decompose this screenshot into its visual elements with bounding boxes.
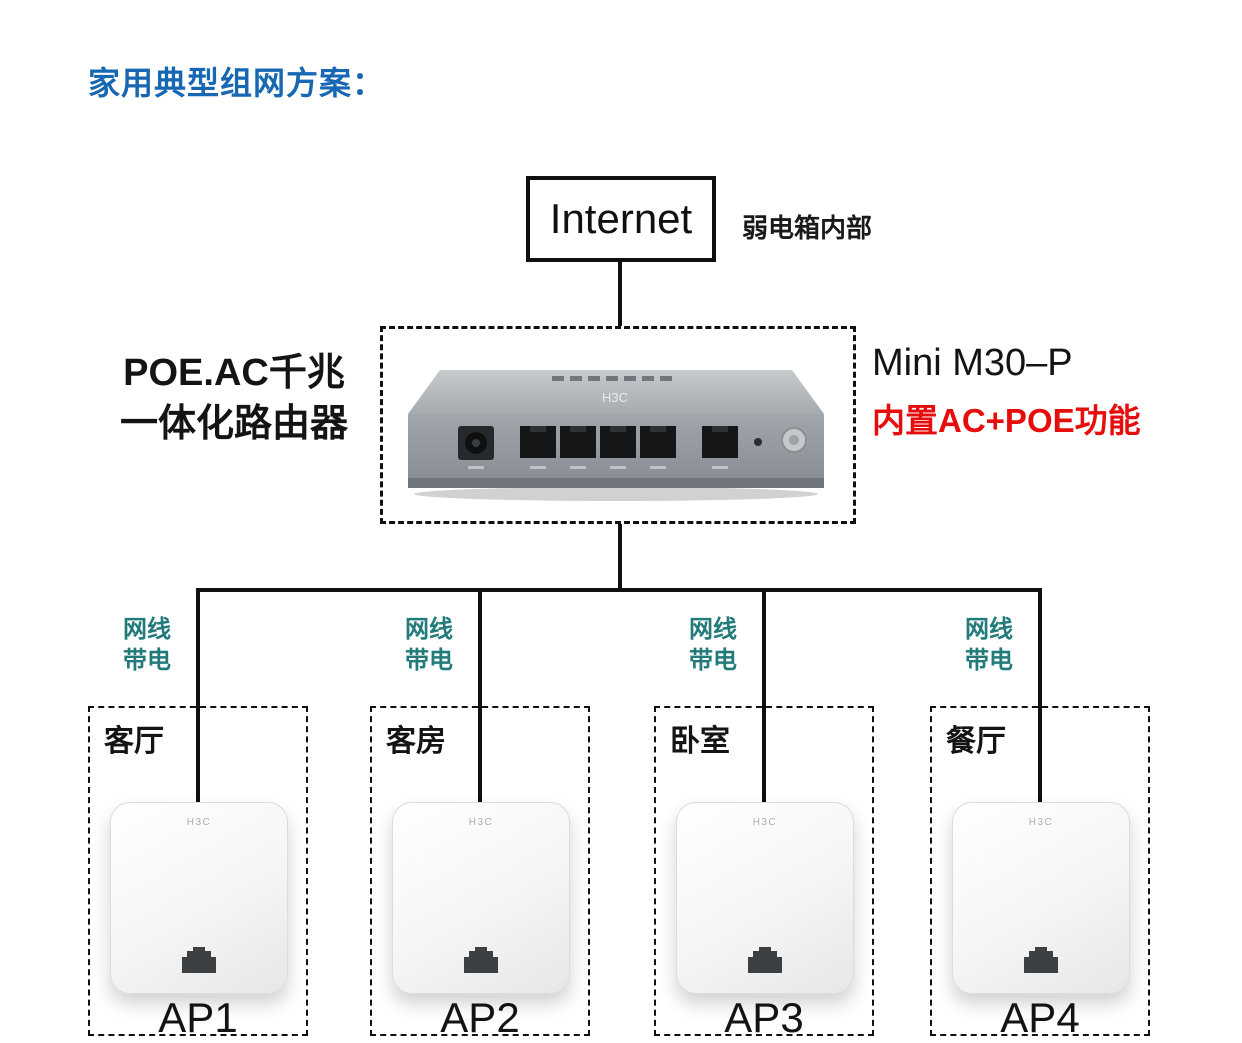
cable-label-line2: 带电 [405,647,453,675]
ap-device: H3C [676,802,854,994]
ap-label: AP1 [158,994,238,1041]
connector-drop-line-1 [196,590,200,802]
antenna-connector-icon [781,427,807,453]
ap-label: AP3 [724,994,804,1041]
cable-label-1: 网线 带电 [104,614,190,676]
ap-label: AP2 [440,994,520,1041]
rj45-port-icon [464,947,498,973]
lan-port-icons [520,426,676,458]
power-port-icon [458,426,494,460]
ap-brand-logo: H3C [752,817,778,828]
router-left-label-line1: POE.AC千兆 [123,352,345,394]
connector-drop-line-3 [762,590,766,802]
port-label-ticks [468,466,728,469]
router-model-label: Mini M30–P [872,342,1073,384]
cable-label-line1: 网线 [405,616,453,643]
router-image: H3C [408,370,824,501]
router-feature-label: 内置AC+POE功能 [872,402,1141,439]
ap-brand-logo: H3C [1028,817,1054,828]
ap-device: H3C [392,802,570,994]
connector-line-router-bus [618,524,622,592]
reset-hole-icon [754,438,762,446]
router-bottom-edge [408,478,824,488]
room-label: 客厅 [104,725,164,758]
rj45-port-icon [182,947,216,973]
cable-label-3: 网线 带电 [670,614,756,676]
room-label: 客房 [386,725,446,758]
branch-box-living-room: 客厅 H3C AP1 [88,706,308,1041]
router-left-label: POE.AC千兆 一体化路由器 [90,348,378,451]
internet-label: Internet [549,195,693,242]
ap-brand-logo: H3C [186,817,212,828]
room-label: 卧室 [670,725,730,758]
branch-box-guest-room: 客房 H3C AP2 [370,706,590,1041]
internet-node: Internet [526,176,716,262]
connector-drop-line-4 [1038,590,1042,802]
router-left-label-line2: 一体化路由器 [119,403,348,446]
branch-box-bedroom: 卧室 H3C AP3 [654,706,874,1041]
rj45-port-icon [1024,947,1058,973]
router-top-face [408,370,824,414]
router-shadow [414,487,818,501]
wan-port-icon [702,426,738,458]
page-title: 家用典型组网方案： [88,65,386,101]
connector-drop-line-2 [478,590,482,802]
ap-device: H3C [110,802,288,994]
room-label: 餐厅 [946,725,1006,758]
cable-label-4: 网线 带电 [946,614,1032,676]
cable-label-line2: 带电 [123,647,171,675]
cable-label-line2: 带电 [689,647,737,675]
cable-label-line2: 带电 [965,647,1013,675]
cable-label-line1: 网线 [123,616,171,643]
weak-current-box-note: 弱电箱内部 [742,213,873,243]
cable-label-2: 网线 带电 [386,614,472,676]
cable-label-line1: 网线 [689,616,737,643]
ap-brand-logo: H3C [468,817,494,828]
router-brand-logo: H3C [602,390,628,405]
connector-bus-line [196,588,1042,592]
rj45-port-icon [748,947,782,973]
router-top-markings [552,376,672,381]
ap-device: H3C [952,802,1130,994]
branch-box-dining-room: 餐厅 H3C AP4 [930,706,1150,1041]
router-dashed-box [380,326,856,524]
ap-label: AP4 [1000,994,1080,1041]
cable-label-line1: 网线 [965,616,1013,643]
connector-line-internet-router [618,262,622,326]
